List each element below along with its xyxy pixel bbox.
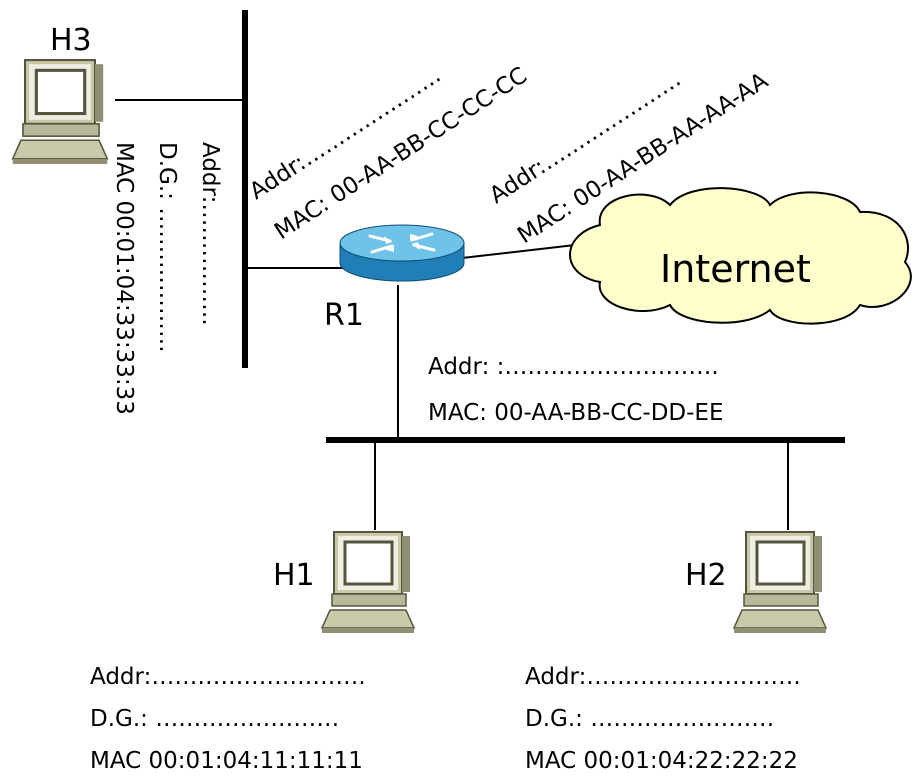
link-r1-internet [461, 244, 576, 259]
router-name: R1 [324, 298, 364, 333]
cloud-icon [569, 187, 912, 325]
host-h3-mac: MAC 00:01:04:33:33:33 [111, 142, 137, 415]
host-h3-computer-icon[interactable] [11, 58, 109, 166]
host-h3-dg: D.G.: ………………. [154, 142, 180, 353]
host-h1-computer-icon[interactable] [320, 530, 416, 635]
host-h1-name: H1 [273, 558, 315, 593]
internet-label: Internet [660, 247, 811, 291]
host-h1-dg: D.G.: …………………… [90, 706, 339, 732]
host-h3-addr: Addr:……………. [197, 142, 223, 326]
host-h2-computer-icon[interactable] [732, 530, 828, 635]
router-bottom-mac: MAC: 00-AA-BB-CC-DD-EE [428, 400, 724, 426]
host-h2-dg: D.G.: …………………… [525, 706, 774, 732]
router-bottom-addr: Addr: :………………………. [428, 354, 719, 380]
router-icon[interactable] [339, 224, 465, 282]
host-h1-mac: MAC 00:01:04:11:11:11 [90, 748, 363, 774]
host-h3-name: H3 [50, 23, 92, 58]
host-h2-mac: MAC 00:01:04:22:22:22 [525, 748, 798, 774]
host-h1-addr: Addr:………………………. [90, 664, 366, 690]
host-h2-addr: Addr:………………………. [525, 664, 801, 690]
host-h2-name: H2 [685, 558, 727, 593]
